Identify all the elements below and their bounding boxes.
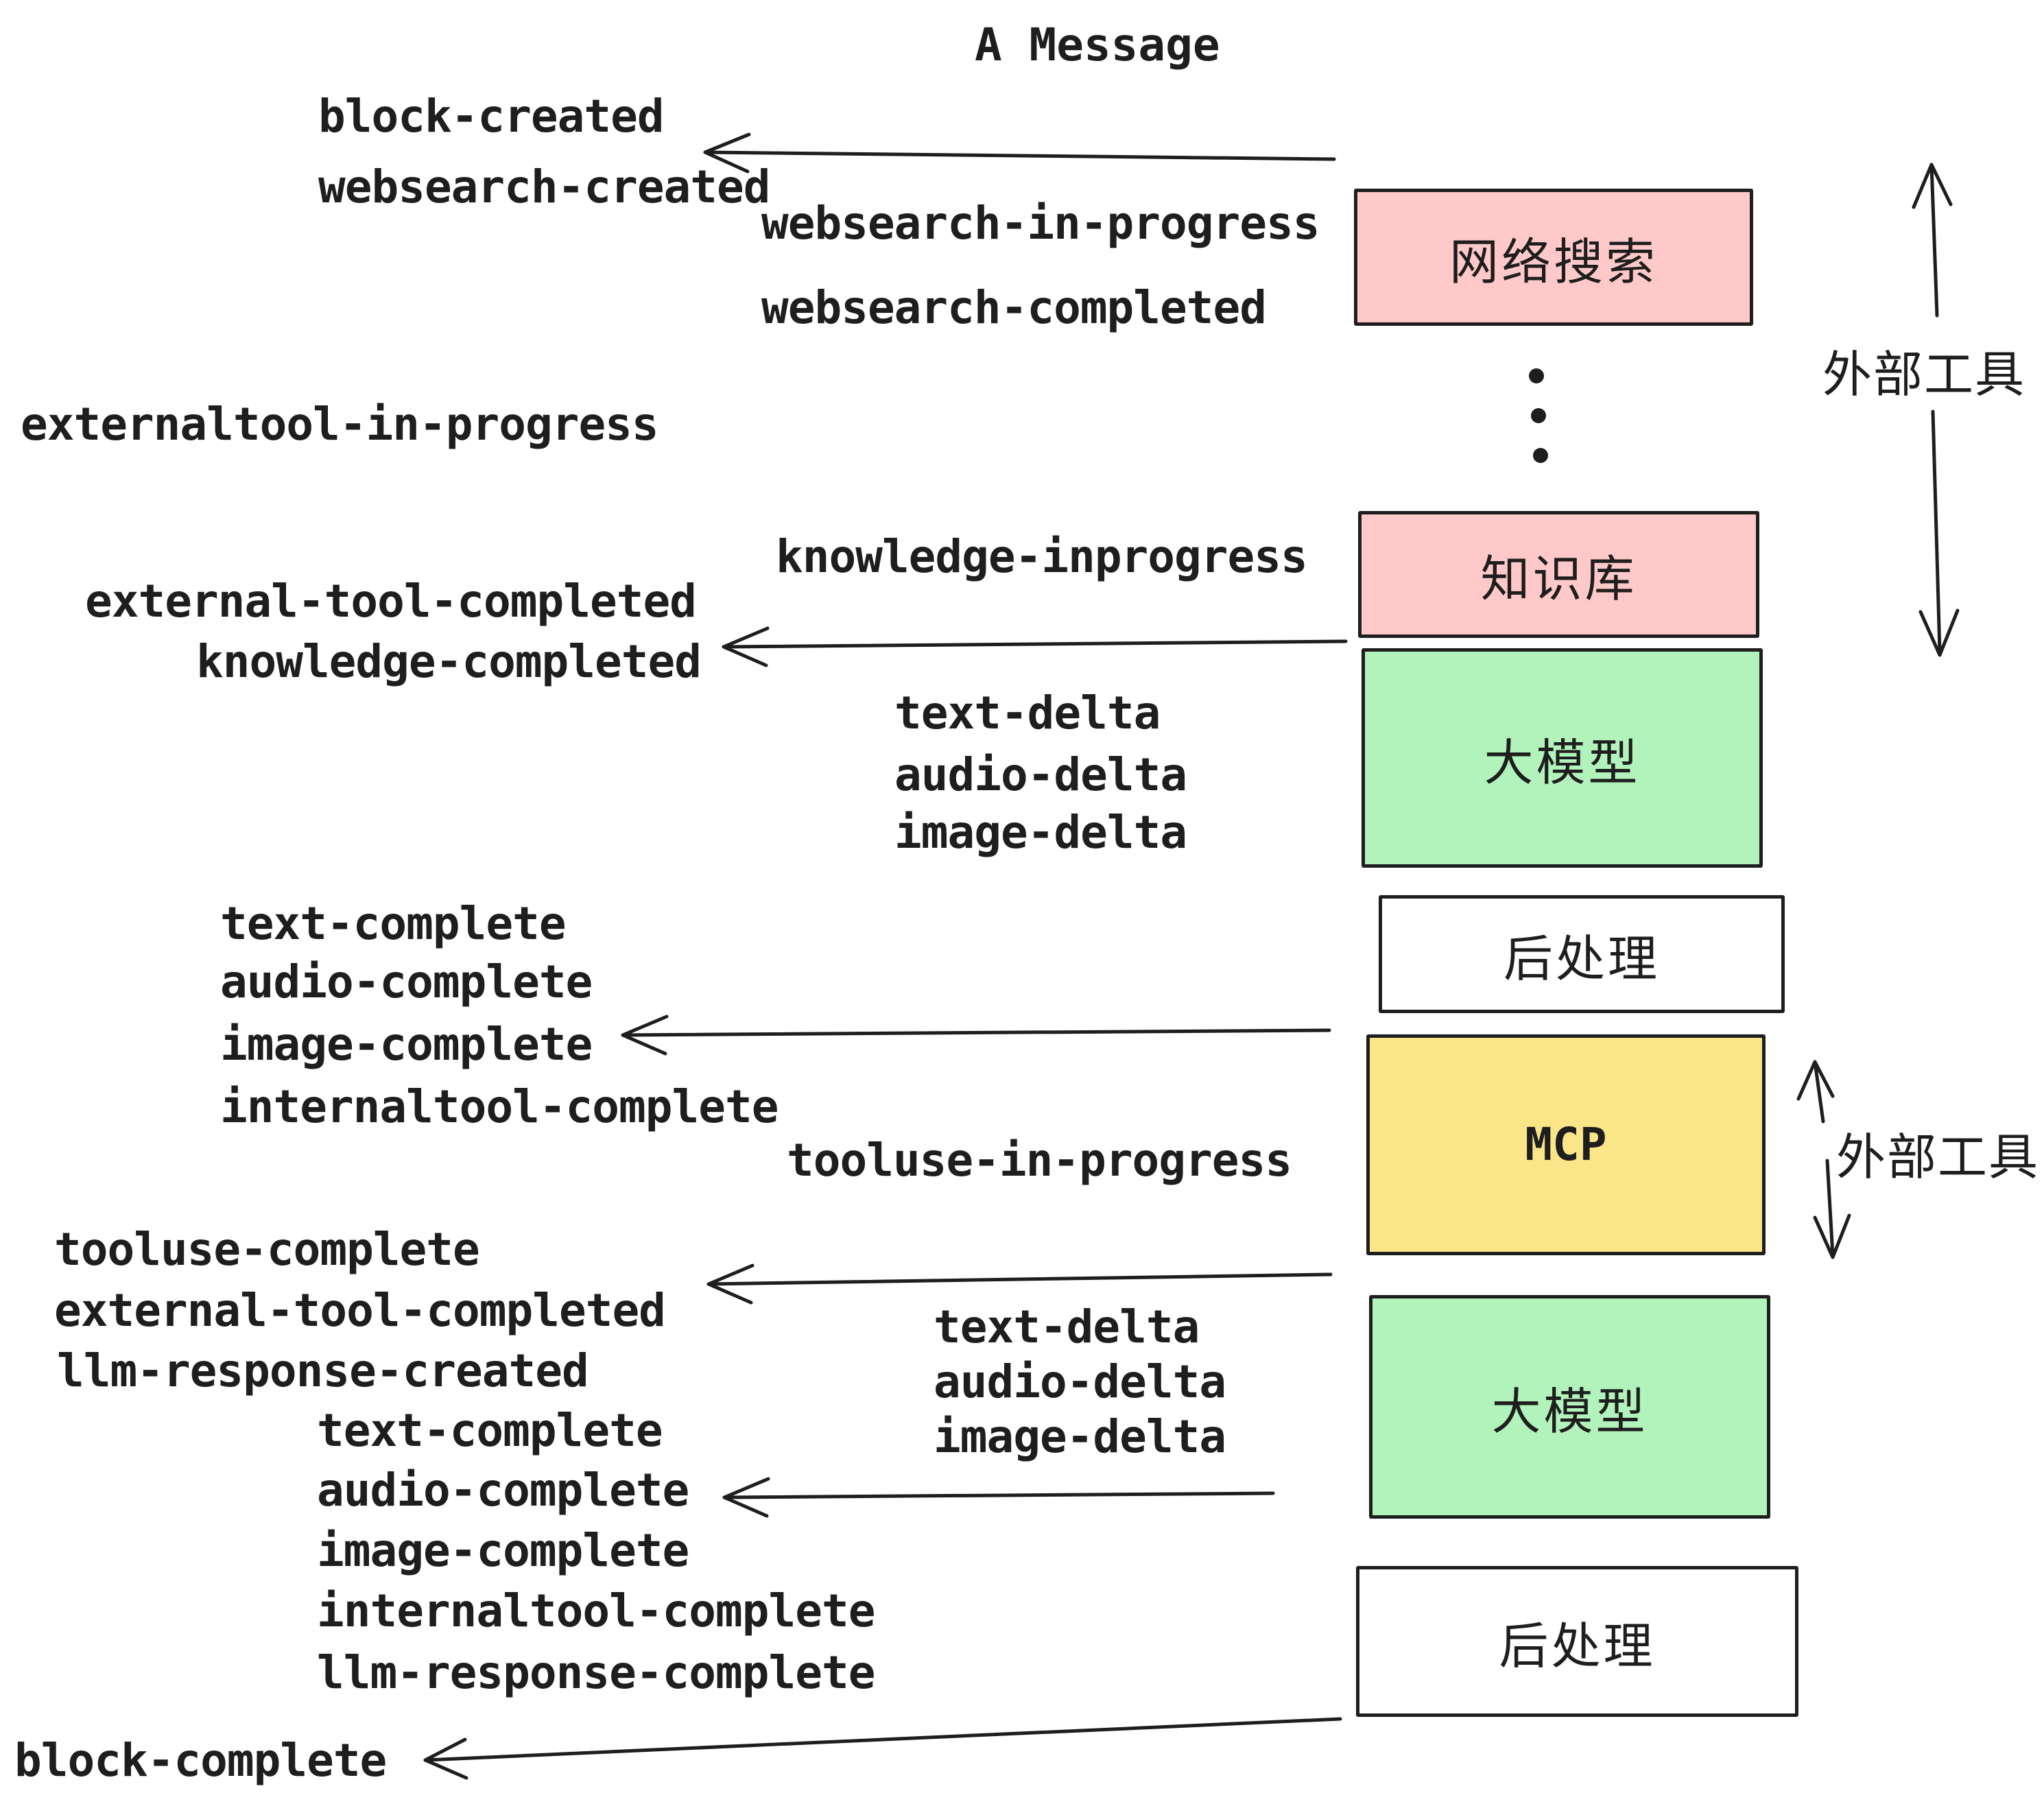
vertical-ellipsis-icon	[1529, 368, 1548, 463]
box-websearch: 网络搜索	[1354, 189, 1753, 326]
event-label-internaltool-complete-1: internaltool-complete	[220, 1080, 779, 1133]
external-tools-label-2: 外部工具	[1836, 1130, 2040, 1185]
event-label-text-complete-2: text-complete	[317, 1404, 663, 1457]
event-label-knowledge-completed: knowledge-completed	[196, 635, 702, 688]
event-label-tooluse-complete: tooluse-complete	[54, 1223, 480, 1276]
double-arrow-external-tools-1	[1912, 163, 1960, 657]
event-label-knowledge-inprogress: knowledge-inprogress	[776, 530, 1308, 583]
event-label-image-complete-2: image-complete	[317, 1524, 689, 1577]
box-websearch-label: 网络搜索	[1449, 235, 1658, 290]
box-postprocess-2-label: 后处理	[1499, 1619, 1656, 1674]
box-mcp-label: MCP	[1525, 1118, 1607, 1171]
event-label-audio-delta-1: audio-delta	[894, 748, 1187, 801]
box-knowledge-label: 知识库	[1480, 552, 1637, 607]
event-label-llm-response-complete: llm-response-complete	[317, 1646, 875, 1699]
event-label-image-delta-1: image-delta	[894, 806, 1187, 859]
box-postprocess-2: 后处理	[1356, 1566, 1798, 1717]
arrow-block-created	[703, 132, 1336, 174]
event-label-block-created: block-created	[318, 90, 665, 143]
event-label-llm-response-created: llm-response-created	[57, 1344, 589, 1397]
arrow-tooluse-complete	[706, 1263, 1333, 1305]
box-llm-2: 大模型	[1369, 1295, 1770, 1519]
arrow-block-complete	[423, 1717, 1342, 1780]
box-llm-1: 大模型	[1362, 648, 1763, 868]
event-label-audio-complete-2: audio-complete	[317, 1464, 689, 1517]
event-label-websearch-in-progress: websearch-in-progress	[761, 197, 1320, 250]
box-postprocess-1-label: 后处理	[1503, 931, 1660, 987]
external-tools-label-1: 外部工具	[1822, 348, 2026, 403]
box-knowledge: 知识库	[1358, 511, 1759, 638]
box-postprocess-1: 后处理	[1379, 895, 1785, 1013]
event-label-external-tool-completed-1: external-tool-completed	[85, 575, 697, 628]
event-label-audio-complete-1: audio-complete	[220, 956, 593, 1008]
event-label-text-delta-2: text-delta	[934, 1301, 1200, 1353]
event-label-image-delta-2: image-delta	[934, 1410, 1226, 1463]
event-label-image-complete-1: image-complete	[220, 1018, 593, 1071]
event-label-block-complete: block-complete	[14, 1734, 387, 1787]
arrow-knowledge-completed	[722, 626, 1348, 667]
event-label-text-complete-1: text-complete	[220, 897, 567, 950]
event-label-websearch-completed: websearch-completed	[761, 281, 1267, 334]
event-label-externaltool-in-progress: externaltool-in-progress	[21, 398, 659, 451]
arrow-audio-complete	[722, 1477, 1275, 1518]
event-label-text-delta-1: text-delta	[894, 687, 1161, 739]
event-label-websearch-created: websearch-created	[318, 161, 771, 213]
event-label-tooluse-in-progress: tooluse-in-progress	[787, 1134, 1292, 1187]
box-llm-2-label: 大模型	[1491, 1384, 1648, 1440]
box-mcp: MCP	[1366, 1034, 1766, 1255]
arrow-image-complete	[621, 1014, 1331, 1056]
box-llm-1-label: 大模型	[1484, 735, 1641, 791]
page-title: A Message	[975, 19, 1220, 71]
event-label-external-tool-completed-2: external-tool-completed	[54, 1284, 666, 1337]
event-label-internaltool-complete-2: internaltool-complete	[317, 1585, 875, 1637]
event-label-audio-delta-2: audio-delta	[934, 1355, 1226, 1408]
